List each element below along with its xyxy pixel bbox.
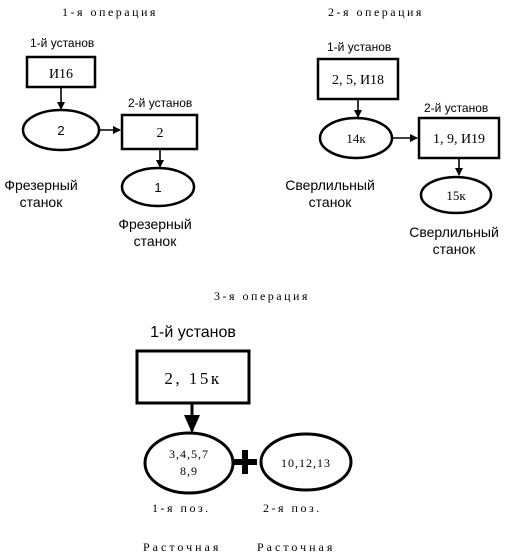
op2-setup2-position <box>419 175 493 215</box>
op1-machine2-line1: Фрезерный <box>118 216 191 232</box>
op3-setup1-box-text: 2, 15к <box>164 369 221 388</box>
op2-setup2-position-text: 15к <box>446 188 466 203</box>
op1-setup2-box <box>120 113 199 151</box>
plus-icon <box>233 450 257 474</box>
op3-position2-text: 10,12,13 <box>281 456 331 470</box>
op3-setup1-label: 1-й установ <box>150 324 236 341</box>
op1-setup2-box-text: 2 <box>157 126 164 141</box>
op1-setup2-position <box>120 166 196 208</box>
op2-setup1-label: 1-й установ <box>327 40 391 54</box>
op1-setup1-box-text: И16 <box>49 67 73 82</box>
operation-2: 2-я операция 1-й установ 2, 5, И18 14к 2… <box>285 5 501 257</box>
op2-machine1-line1: Сверлильный <box>285 177 375 193</box>
op3-position2-label: 2-я поз. <box>263 501 322 515</box>
op2-setup1-box-text: 2, 5, И18 <box>332 73 384 88</box>
op1-machine1-line1: Фрезерный <box>4 177 77 193</box>
op3-machine1: Расточная <box>143 540 221 554</box>
operation-1: 1-я операция 1-й установ И16 2 2-й устан… <box>4 5 199 249</box>
op1-setup2-label: 2-й установ <box>128 96 192 110</box>
op3-position1-label: 1-я поз. <box>152 501 211 515</box>
op1-setup1-position-text: 2 <box>57 123 64 138</box>
op3-position1 <box>143 431 235 495</box>
op3-position2 <box>259 432 353 492</box>
op2-machine2-line2: станок <box>433 241 477 257</box>
op1-title: 1-я операция <box>62 5 158 19</box>
op3-setup1-box <box>135 349 251 405</box>
op2-setup1-box <box>316 57 400 101</box>
op3-title: 3-я операция <box>214 289 310 303</box>
op1-setup1-box <box>25 55 97 89</box>
op2-setup2-label: 2-й установ <box>424 101 488 115</box>
operation-3: 3-я операция 1-й установ 2, 15к 3,4,5,7 … <box>135 289 353 554</box>
op2-setup2-box-text: 1, 9, И19 <box>433 132 485 147</box>
op2-setup2-box <box>417 116 501 160</box>
op1-machine1-line2: станок <box>20 194 64 210</box>
op1-setup1-label: 1-й установ <box>30 36 94 50</box>
op3-position1-line2: 8,9 <box>180 464 198 478</box>
op2-title: 2-я операция <box>328 5 424 19</box>
op3-position1-line1: 3,4,5,7 <box>169 447 209 461</box>
op1-setup2-position-text: 1 <box>154 180 161 195</box>
op3-machine2: Расточная <box>257 540 335 554</box>
op2-machine2-line1: Сверлильный <box>409 224 499 240</box>
op1-machine2-line2: станок <box>134 233 178 249</box>
op2-setup1-position-text: 14к <box>346 131 366 146</box>
op2-machine1-line2: станок <box>309 194 353 210</box>
